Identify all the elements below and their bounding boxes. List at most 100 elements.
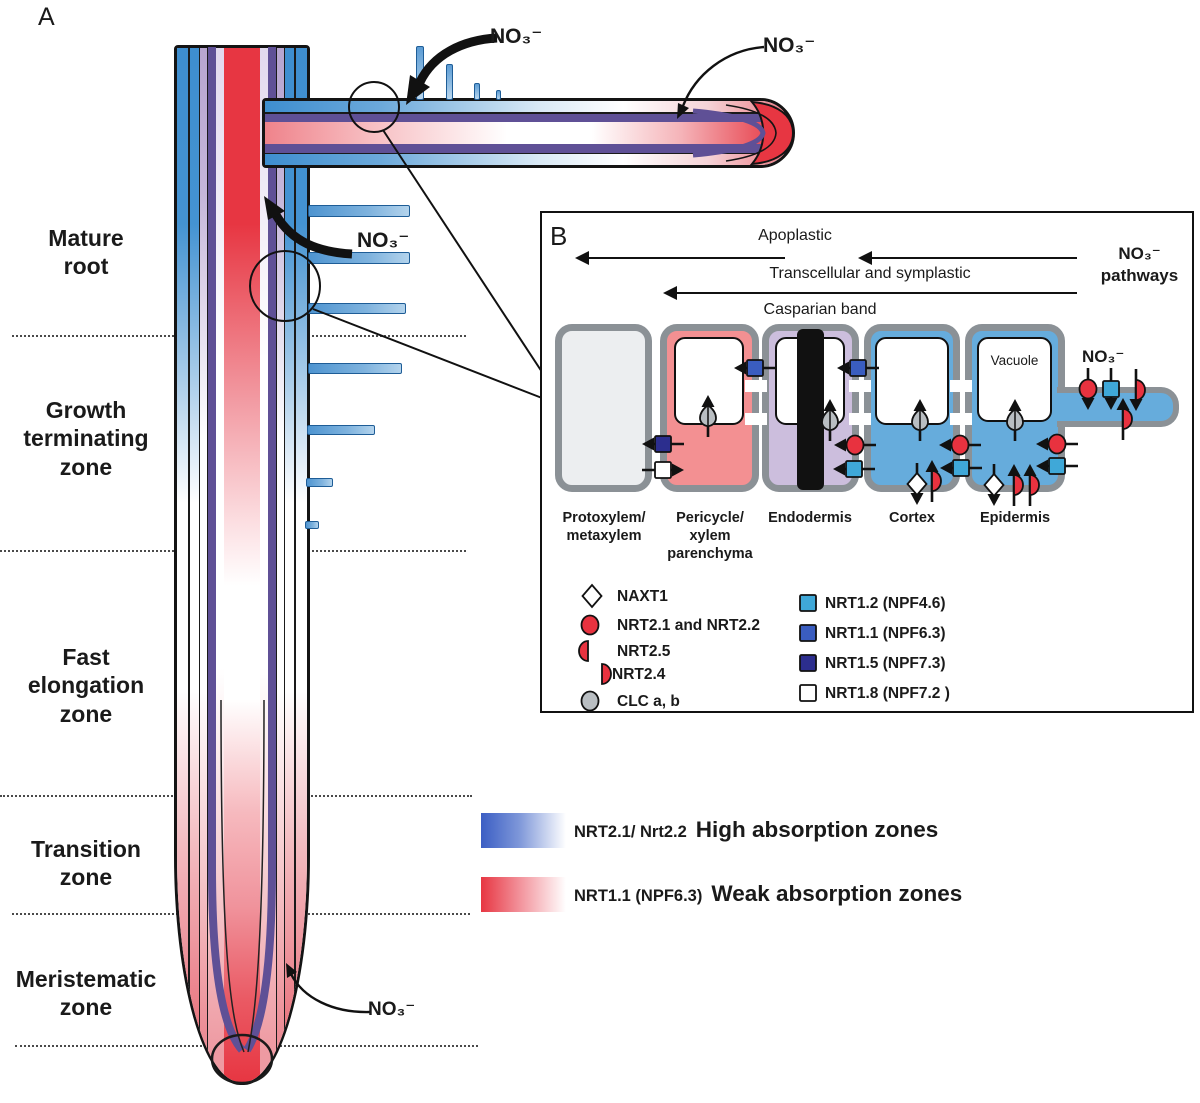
no3-pathways-label: NO₃⁻ pathways <box>1100 244 1179 286</box>
legend-nrt15: NRT1.5 (NPF7.3) <box>825 655 946 672</box>
legend-nrt1.2-icon <box>799 594 817 612</box>
zoom-connector-line <box>312 308 543 399</box>
vacuole-label: Vacuole <box>990 353 1039 368</box>
transcellular-arrow <box>670 292 1077 294</box>
lateral-tip-cap <box>749 100 795 166</box>
apoplastic-arrow-left <box>582 257 785 259</box>
plasmodesma <box>849 413 871 425</box>
root-hair <box>446 64 453 100</box>
lateral-purple-stripe <box>265 144 792 153</box>
zone-label-growth-terminating: Growth terminating zone <box>23 397 149 480</box>
root-hair <box>308 303 406 314</box>
lateral-stele <box>265 122 792 144</box>
plasmodesma <box>950 380 972 392</box>
root-hair <box>306 478 333 487</box>
transporter-nrt2.1-2.2-icon <box>939 434 981 456</box>
label-pericycle: Pericycle/ xylem parenchyma <box>667 510 753 563</box>
lateral-line <box>265 112 792 114</box>
legend-clc: CLC a, b <box>617 693 680 710</box>
weak-absorption-legend-row: NRT1.1 (NPF6.3) Weak absorption zones <box>574 881 962 907</box>
vacuole-cortex <box>875 337 949 425</box>
legend-naxt1: NAXT1 <box>617 588 668 605</box>
lateral-line <box>265 152 792 154</box>
weak-absorption-label: Weak absorption zones <box>711 881 963 906</box>
root-cortex-stripe <box>285 48 294 1082</box>
transporter-nrt2.4-icon <box>1023 464 1040 506</box>
transcellular-label: Transcellular and symplastic <box>769 265 971 282</box>
root-epidermis-stripe <box>296 48 307 1082</box>
transporter-clc-icon <box>699 395 717 437</box>
root-lavender-stripe <box>276 48 285 1082</box>
transporter-nrt1.2-icon <box>1102 368 1120 410</box>
legend-nrt21-22: NRT2.1 and NRT2.2 <box>617 617 760 634</box>
label-protoxylem: Protoxylem/ metaxylem <box>562 510 646 545</box>
zoom-circle-lateral-base <box>348 81 400 133</box>
root-hair <box>496 90 501 100</box>
legend-clc-icon <box>580 690 600 712</box>
transporter-clc-icon <box>911 399 929 441</box>
zone-label-meristematic: Meristematic zone <box>15 966 157 1021</box>
weak-absorption-prefix: NRT1.1 (NPF6.3) <box>574 887 703 905</box>
transporter-nrt2.4-icon <box>1007 464 1024 506</box>
panel-b: B Apoplastic Transcellular and symplasti… <box>540 211 1194 713</box>
legend-nrt25: NRT2.5 <box>617 643 671 660</box>
apoplastic-arrow-right <box>865 257 1077 259</box>
zone-label-transition: Transition zone <box>31 836 141 891</box>
label-endodermis: Endodermis <box>768 510 852 526</box>
lateral-blue-band <box>265 154 792 165</box>
no3-arrow-lateral-tip <box>677 45 765 119</box>
legend-nrt1.5-icon <box>799 654 817 672</box>
plasmodesma <box>745 413 767 425</box>
high-absorption-prefix: NRT2.1/ Nrt2.2 <box>574 823 687 841</box>
legend-nrt1.1-icon <box>799 624 817 642</box>
transporter-clc-icon <box>821 399 839 441</box>
root-hair <box>474 83 480 100</box>
high-absorption-label: High absorption zones <box>695 817 939 842</box>
no3-arrow-main-root <box>264 196 353 259</box>
root-hair <box>305 521 319 529</box>
plasmodesma <box>849 380 871 392</box>
transporter-nrt1.1-icon <box>837 359 879 377</box>
root-stripe-line <box>188 48 190 1082</box>
plasmodesma <box>950 413 972 425</box>
legend-naxt1-icon <box>581 583 603 609</box>
root-stele-red <box>224 48 260 1082</box>
transporter-nrt1.5-icon <box>642 435 684 453</box>
root-hair <box>307 425 375 435</box>
root-lavender-stripe <box>199 48 208 1082</box>
no3-label-main: NO₃⁻ <box>357 229 410 252</box>
transporter-nrt1.2-icon <box>833 460 875 478</box>
transporter-nrt1.8-icon <box>642 461 684 479</box>
casparian-band <box>797 329 824 490</box>
plasmodesma <box>745 380 767 392</box>
no3-label-hair: NO₃⁻ <box>1082 347 1125 366</box>
transporter-clc-icon <box>1006 399 1024 441</box>
label-epidermis: Epidermis <box>979 510 1051 526</box>
transporter-naxt1-icon <box>983 464 1005 506</box>
transporter-nrt1.1-icon <box>734 359 776 377</box>
no3-label-root-tip: NO₃⁻ <box>368 999 416 1020</box>
root-stripe-line <box>294 48 296 1082</box>
no3-label-lateral: NO₃⁻ <box>490 25 543 48</box>
legend-nrt12: NRT1.2 (NPF4.6) <box>825 595 946 612</box>
root-epidermis-stripe <box>177 48 188 1082</box>
root-hair <box>308 205 410 217</box>
casparian-band-label: Casparian band <box>763 301 877 318</box>
root-hair <box>308 363 402 374</box>
legend-nrt2.1-2.2-icon <box>580 614 600 636</box>
weak-absorption-gradient-bar <box>481 877 566 912</box>
transporter-nrt2.5-icon <box>1116 398 1133 440</box>
zone-label-mature-root: Mature root <box>48 225 124 280</box>
root-cap <box>210 1033 274 1085</box>
legend-nrt24: NRT2.4 <box>612 666 666 683</box>
no3-label-lateral-tip: NO₃⁻ <box>763 34 816 57</box>
panel-b-label: B <box>550 221 568 251</box>
legend-nrt2.5-icon <box>578 640 589 662</box>
transporter-nrt2.1-2.2-icon <box>1078 368 1098 410</box>
no3-arrow-lateral <box>406 33 498 105</box>
zoom-connector-line <box>382 129 543 373</box>
lateral-blue-band <box>265 101 792 112</box>
